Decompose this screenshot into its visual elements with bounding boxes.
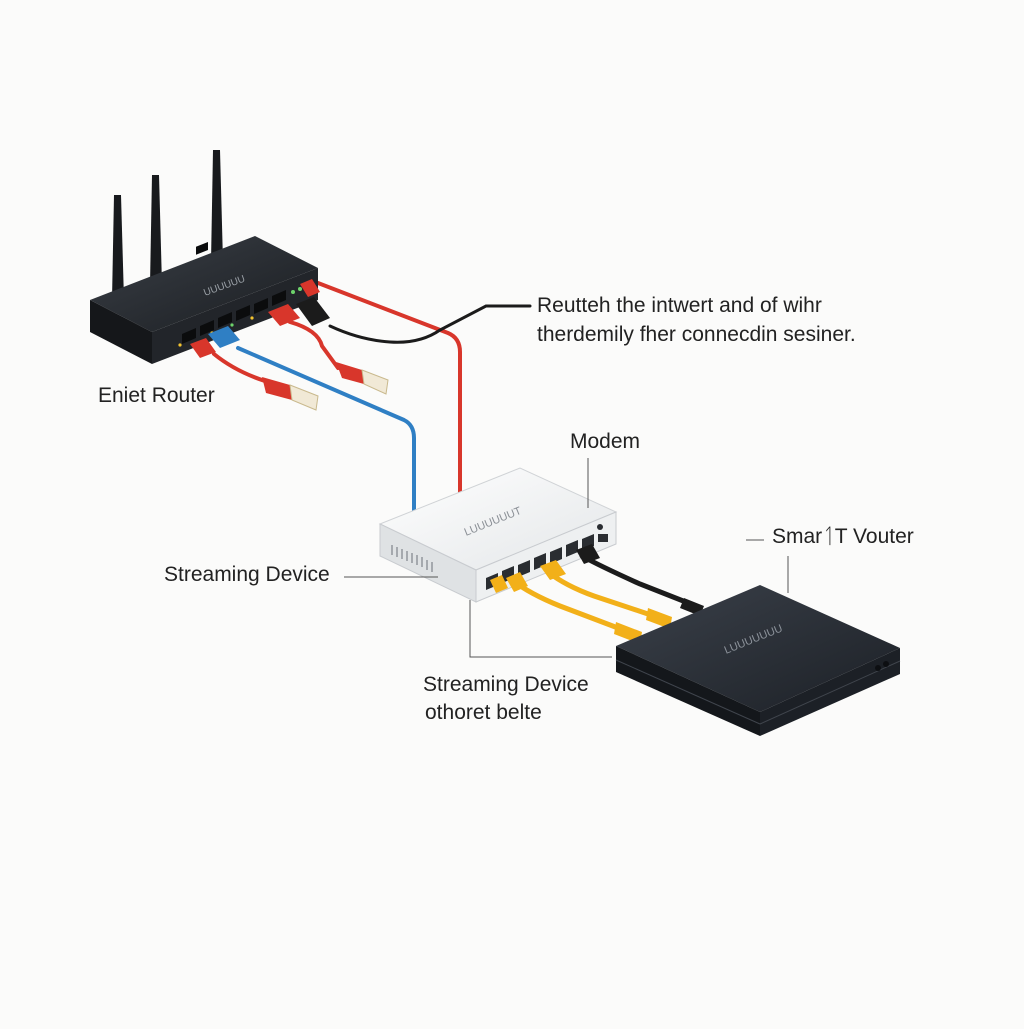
antenna-left-icon: [112, 195, 124, 300]
cable-red-router-to-switch: [316, 281, 462, 494]
streaming-device-label: Streaming Device: [164, 563, 330, 586]
cable-black-router-caption: [328, 304, 532, 344]
modem-label: Modem: [570, 430, 641, 453]
ethernet-plug-icon: [490, 575, 508, 593]
streaming-device-2-label-line-2: othoret belte: [425, 701, 542, 724]
antenna-right-icon: [211, 150, 223, 262]
antenna-middle-icon: [150, 175, 162, 285]
cable-yellow-switch-to-box-2: [540, 560, 672, 629]
streaming-device-2-label-line-1: Streaming Device: [423, 673, 589, 696]
leader-lines: [344, 458, 789, 658]
smart-vouter-label: SmarᛐT Vouter: [772, 525, 914, 548]
cable-black-switch-to-box: [576, 544, 704, 616]
cable-red-loose-2: [212, 352, 319, 411]
router-device: UUUUUU: [90, 150, 318, 364]
router-ports: [196, 241, 208, 255]
caption-text-line-2: therdemily fher connecdin sesiner.: [537, 323, 856, 346]
ethernet-plug-icon: [190, 279, 330, 358]
router-label: Eniet Router: [98, 384, 215, 407]
set-top-box-device: LUUUUUUU: [615, 585, 901, 736]
cable-red-loose-1: [288, 320, 389, 395]
caption-text-line-1: Reutteh the intwert and of wihr: [537, 294, 822, 317]
leader-streaming-device-2: [469, 600, 612, 658]
cable-blue-router-to-switch: [236, 346, 416, 518]
cable-yellow-switch-to-box-1: [506, 572, 642, 644]
leader-smart-vouter: [746, 539, 789, 593]
